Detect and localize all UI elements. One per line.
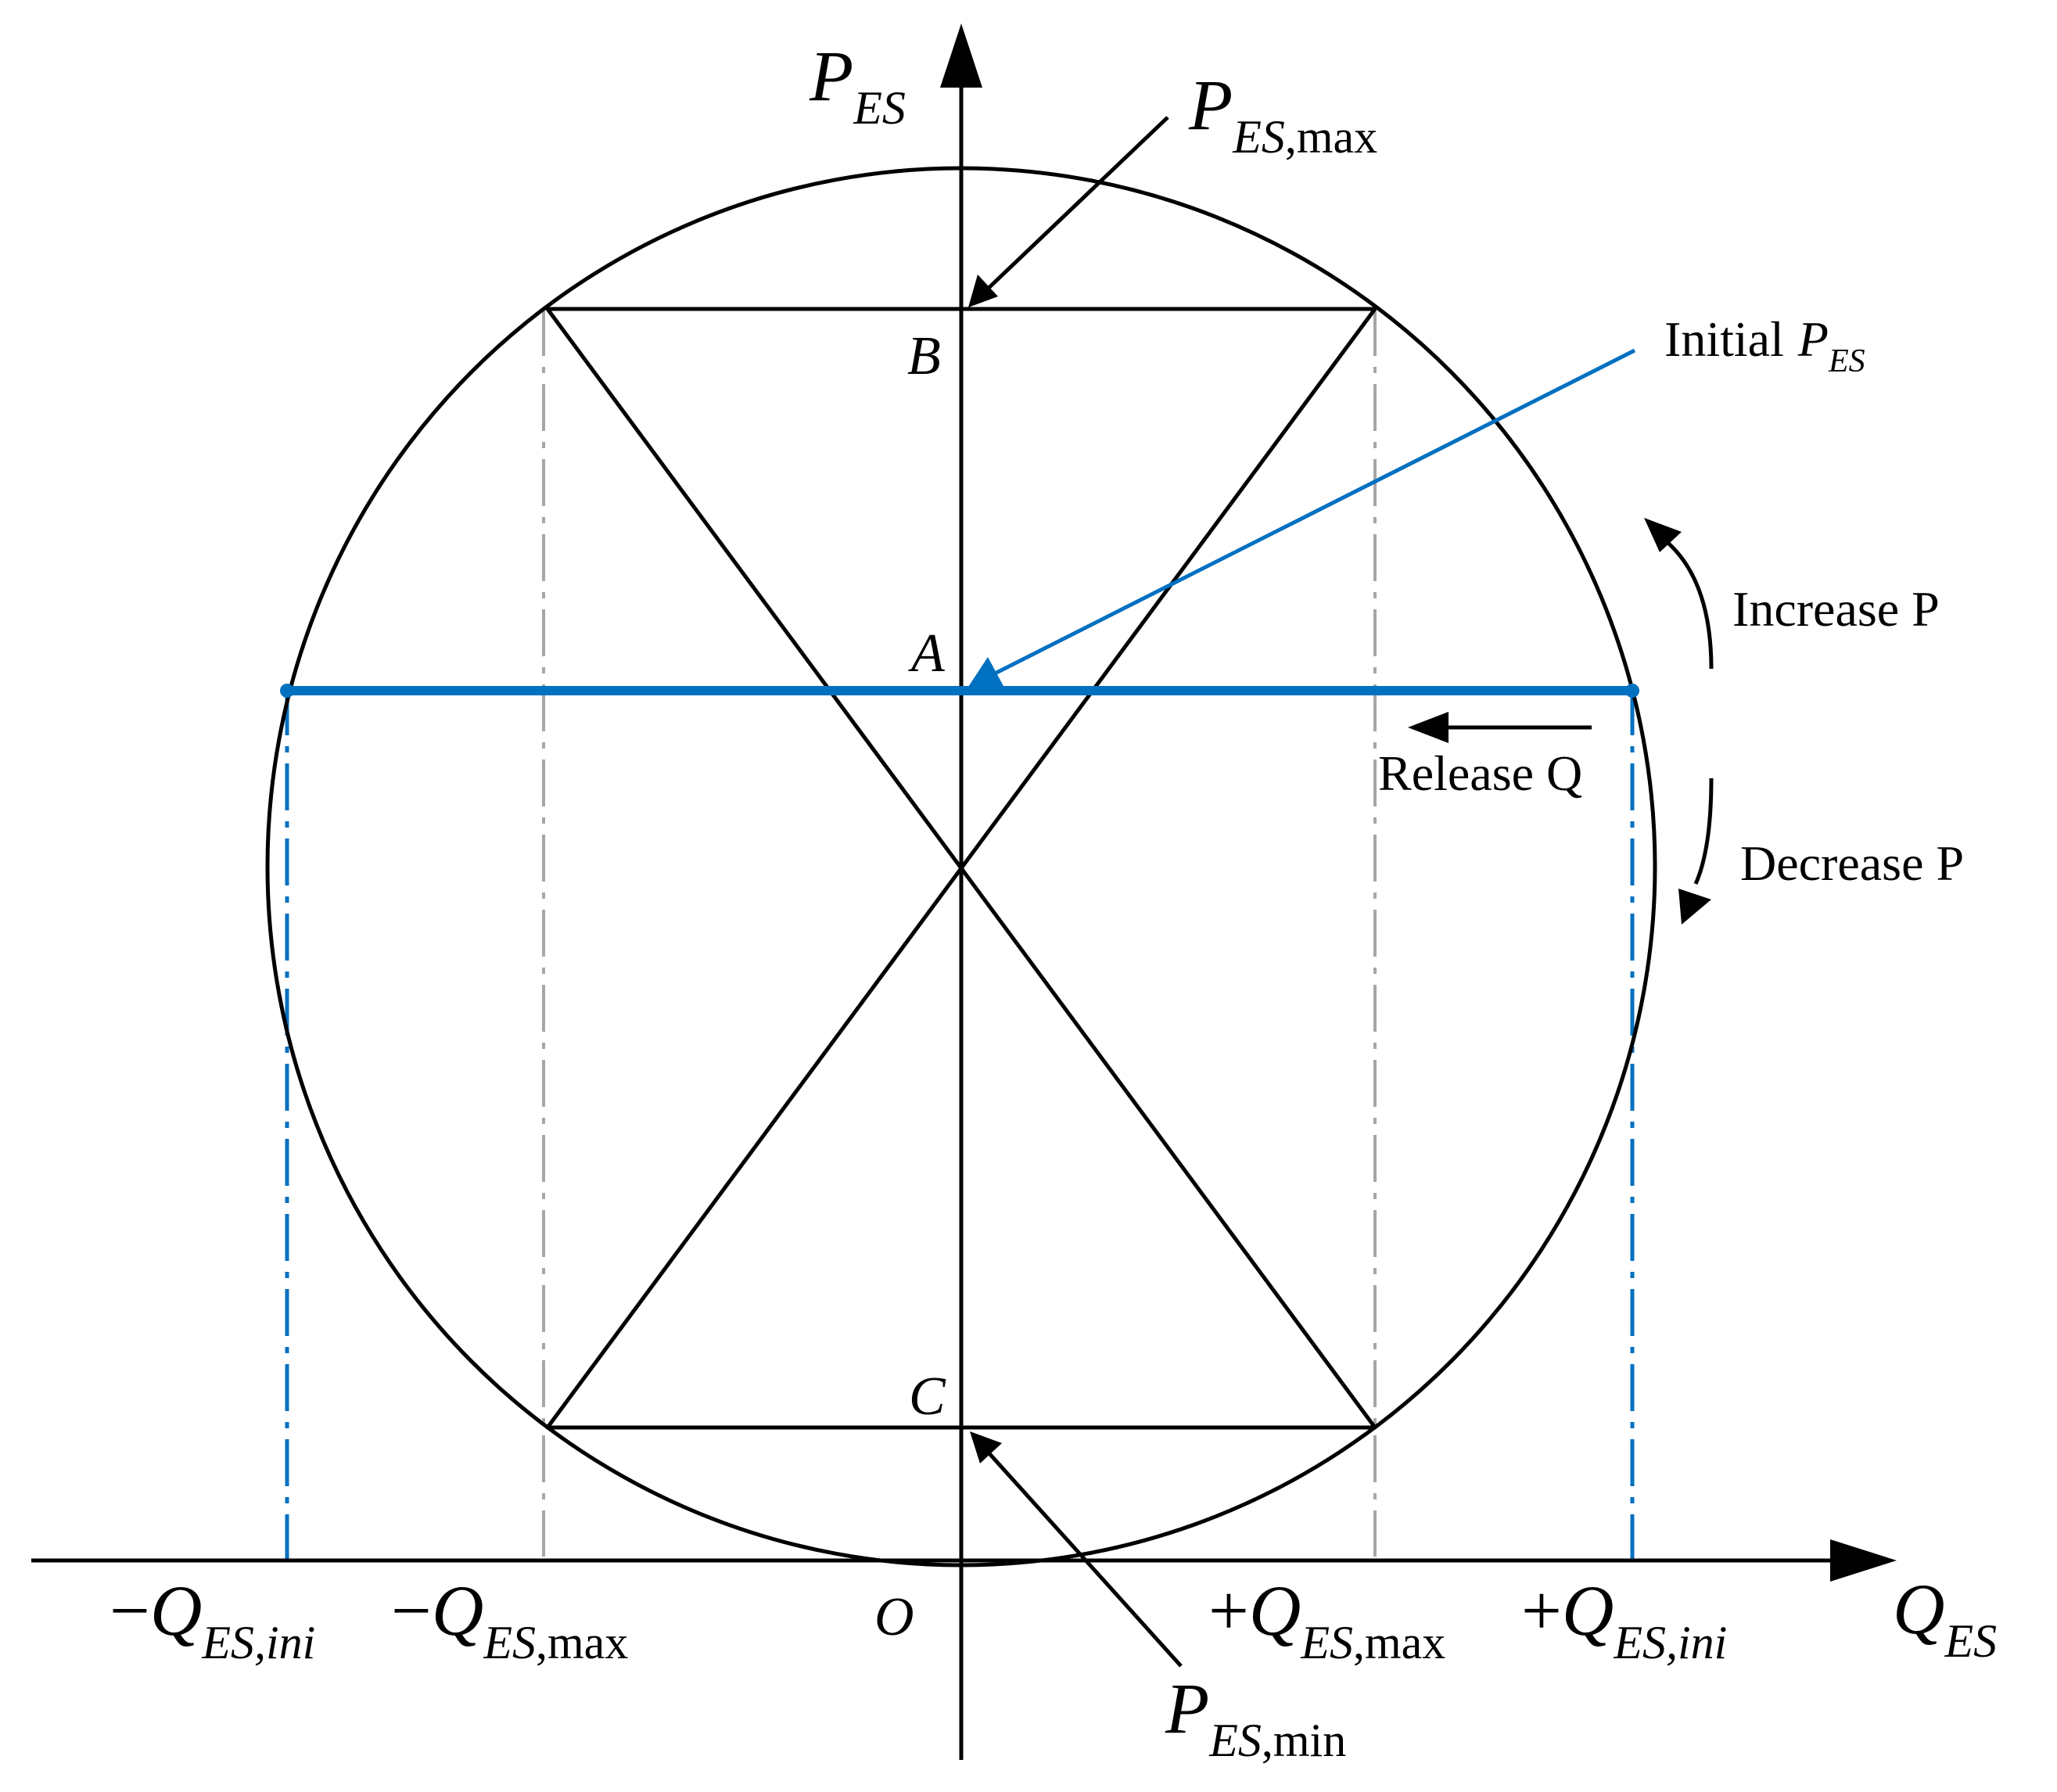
p-min-pointer — [985, 1449, 1183, 1668]
increase-p-arrow — [1663, 538, 1714, 670]
point-b-label: B — [907, 326, 941, 386]
decrease-p-label: Decrease P — [1740, 835, 1964, 891]
neg-q-ini-label: −QES,ini — [109, 1571, 315, 1668]
initial-p-left-end — [280, 684, 294, 698]
decrease-p-arrow-head — [1678, 889, 1711, 925]
point-c-label: C — [909, 1366, 946, 1427]
decrease-p-arrow — [1693, 777, 1714, 885]
p-max-pointer — [984, 116, 1169, 293]
pos-q-ini-label: +QES,ini — [1521, 1571, 1727, 1668]
release-q-label: Release Q — [1378, 745, 1582, 801]
p-max-pointer-head — [968, 275, 998, 307]
increase-p-arrow-head — [1644, 518, 1682, 552]
p-min-pointer-head — [970, 1431, 1002, 1463]
initial-p-pointer — [992, 348, 1636, 677]
initial-p-pointer-head — [968, 657, 1003, 687]
initial-p-right-end — [1625, 684, 1639, 698]
y-axis-label: PES — [809, 36, 906, 134]
point-a-label: A — [908, 623, 945, 684]
increase-p-label: Increase P — [1732, 581, 1940, 637]
hourglass-region — [545, 307, 1377, 1430]
y-axis-arrowhead — [940, 23, 982, 88]
origin-label: O — [874, 1587, 914, 1647]
p-max-label: PES,max — [1188, 65, 1377, 163]
p-min-label: PES,min — [1165, 1668, 1346, 1766]
neg-q-max-label: −QES,max — [391, 1571, 628, 1668]
release-q-arrow-head — [1408, 712, 1449, 743]
x-axis-label: QES — [1893, 1569, 1997, 1667]
pos-q-max-label: +QES,max — [1208, 1571, 1445, 1668]
x-axis-arrowhead — [1830, 1539, 1897, 1582]
